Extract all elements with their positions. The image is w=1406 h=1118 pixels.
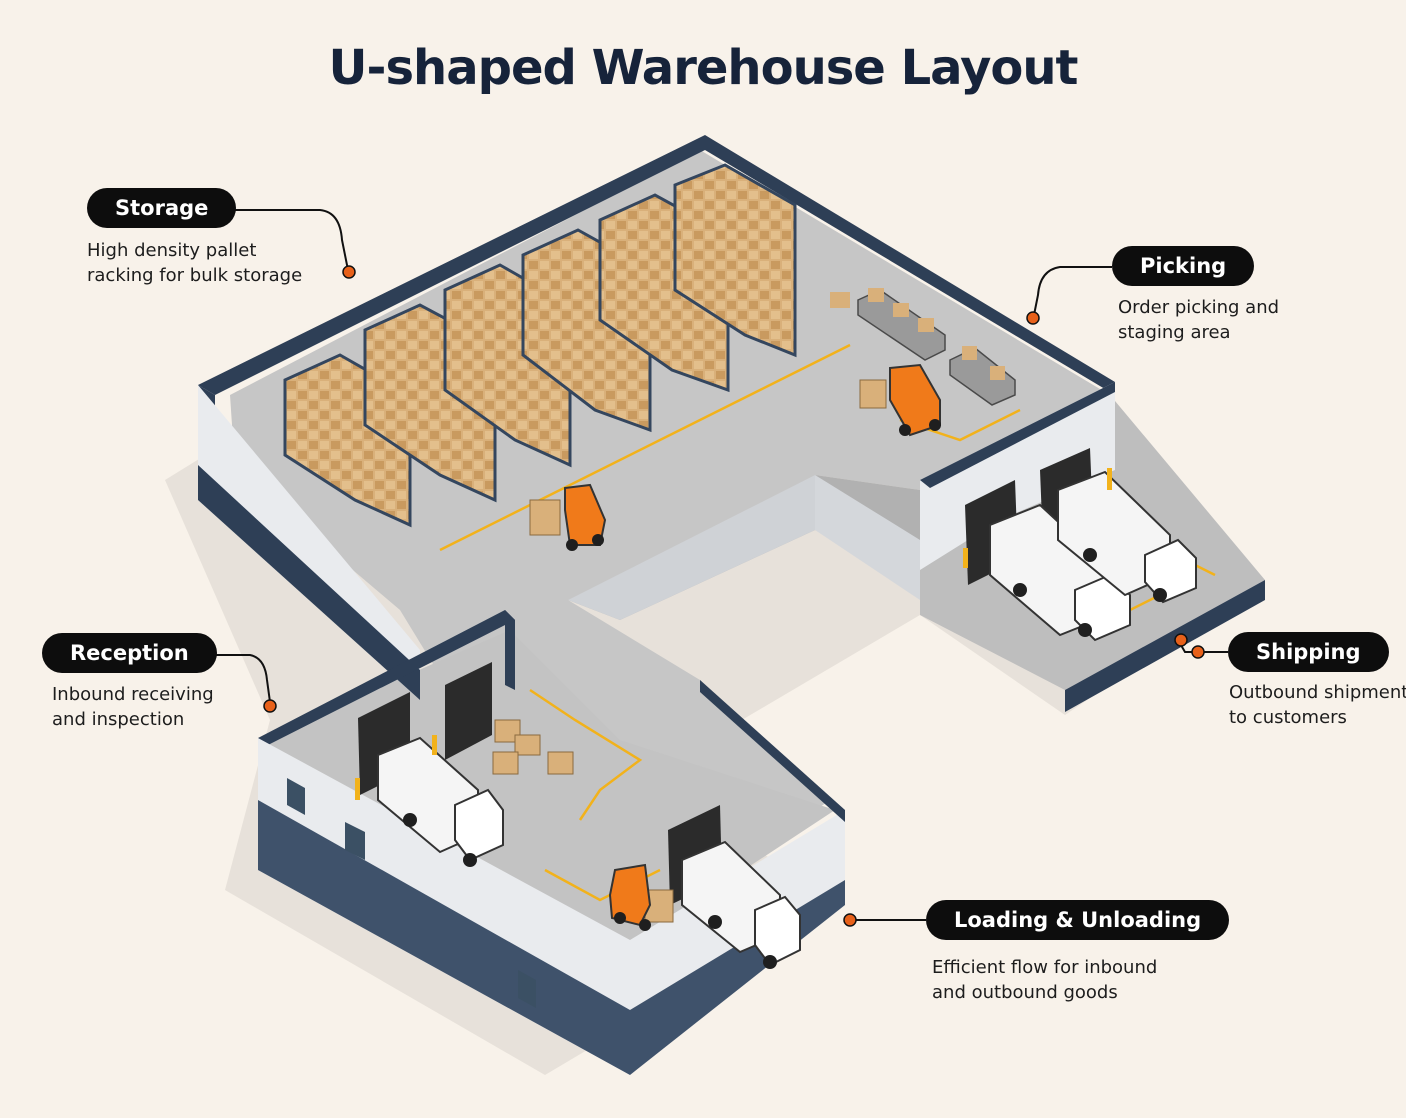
picking-desc-line2: staging area — [1118, 322, 1231, 343]
bollards — [355, 468, 1112, 800]
shipping-label: Shipping — [1228, 632, 1389, 672]
trucks — [377, 470, 1197, 969]
loading-unloading-description: Efficient flow for inbound and outbound … — [932, 955, 1157, 1005]
forklift-icon — [859, 363, 941, 437]
picking-desc-line1: Order picking and — [1118, 297, 1280, 318]
callout-lines — [198, 209, 1228, 921]
reception-label: Reception — [42, 633, 217, 673]
forklift-icon — [529, 483, 607, 551]
picking-label: Picking — [1112, 246, 1255, 286]
truck-icon — [1057, 470, 1197, 604]
truck-icon — [681, 840, 801, 969]
picking-description: Order picking and staging area — [1118, 295, 1279, 345]
loose-pallets — [492, 719, 574, 775]
shipping-description: Outbound shipments to customers — [1229, 680, 1406, 730]
forklift-icon — [608, 863, 674, 931]
storage-desc-line1: High density pallet — [87, 240, 257, 261]
callout-dots — [263, 265, 1205, 927]
loading-desc-line1: Efficient flow for inbound — [932, 957, 1158, 978]
picking-tables — [830, 288, 1016, 406]
page-title: U-shaped Warehouse Layout — [328, 40, 1079, 96]
loading-unloading-label: Loading & Unloading — [926, 900, 1230, 940]
truck-icon — [377, 736, 504, 867]
warehouse-walls — [198, 135, 1265, 1075]
pallet-racks — [283, 163, 797, 528]
storage-description: High density pallet racking for bulk sto… — [87, 238, 302, 288]
building-windows — [287, 778, 536, 1008]
reception-desc-line2: and inspection — [52, 709, 185, 730]
forklifts — [529, 363, 941, 931]
truck-icon — [989, 503, 1131, 642]
loading-desc-line2: and outbound goods — [932, 982, 1118, 1003]
reception-description: Inbound receiving and inspection — [52, 682, 214, 732]
shipping-desc-line2: to customers — [1229, 707, 1347, 728]
shipping-desc-line1: Outbound shipments — [1229, 682, 1406, 703]
reception-desc-line1: Inbound receiving — [52, 684, 214, 705]
storage-desc-line2: racking for bulk storage — [87, 265, 303, 286]
storage-label: Storage — [87, 188, 237, 228]
